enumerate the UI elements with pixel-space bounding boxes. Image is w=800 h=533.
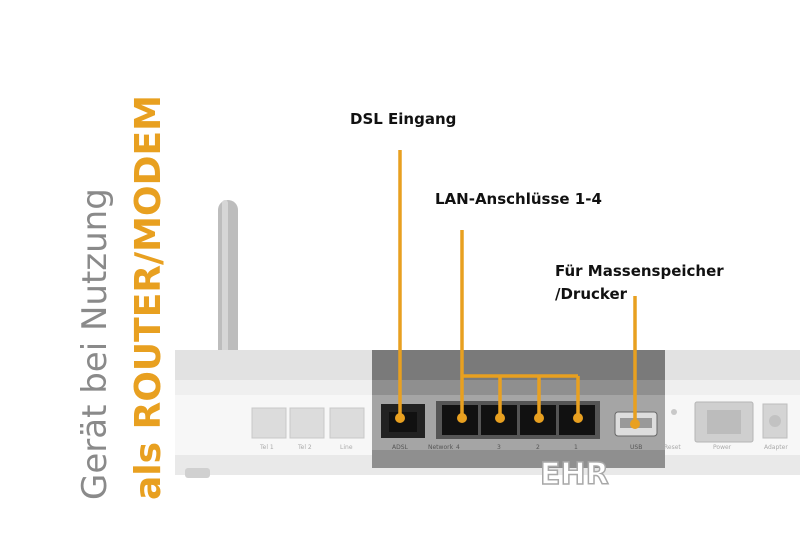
label-reset: Reset	[664, 444, 681, 451]
right-controls	[671, 401, 788, 443]
label-line: Line	[340, 444, 353, 451]
usb-label-line1: Für Massenspeicher	[555, 262, 724, 280]
label-lan-4: 4	[456, 444, 460, 451]
usb-label-line2: /Drucker	[555, 285, 628, 303]
label-network: Network	[428, 444, 454, 451]
label-adsl: ADSL	[392, 444, 409, 451]
side-text-prefix: als	[128, 441, 169, 500]
watermark: EHR	[540, 457, 609, 492]
label-lan-1: 1	[574, 444, 578, 451]
label-usb: USB	[630, 444, 642, 451]
label-power: Power	[713, 444, 732, 451]
tel-ports	[251, 407, 365, 439]
label-adapter: Adapter	[764, 444, 788, 451]
label-tel2: Tel 2	[297, 444, 312, 451]
callout-dots	[395, 413, 640, 429]
lan-label: LAN-Anschlüsse 1-4	[435, 190, 602, 208]
label-lan-3: 3	[497, 444, 501, 451]
label-tel1: Tel 1	[259, 444, 274, 451]
side-text-highlight: ROUTER/MODEM	[128, 95, 169, 430]
side-text-line2: als ROUTER/MODEM	[128, 95, 169, 500]
dsl-label: DSL Eingang	[350, 110, 457, 128]
label-lan-2: 2	[536, 444, 540, 451]
callout-lines	[398, 150, 637, 424]
side-text-line1: Gerät bei Nutzung	[75, 188, 115, 500]
